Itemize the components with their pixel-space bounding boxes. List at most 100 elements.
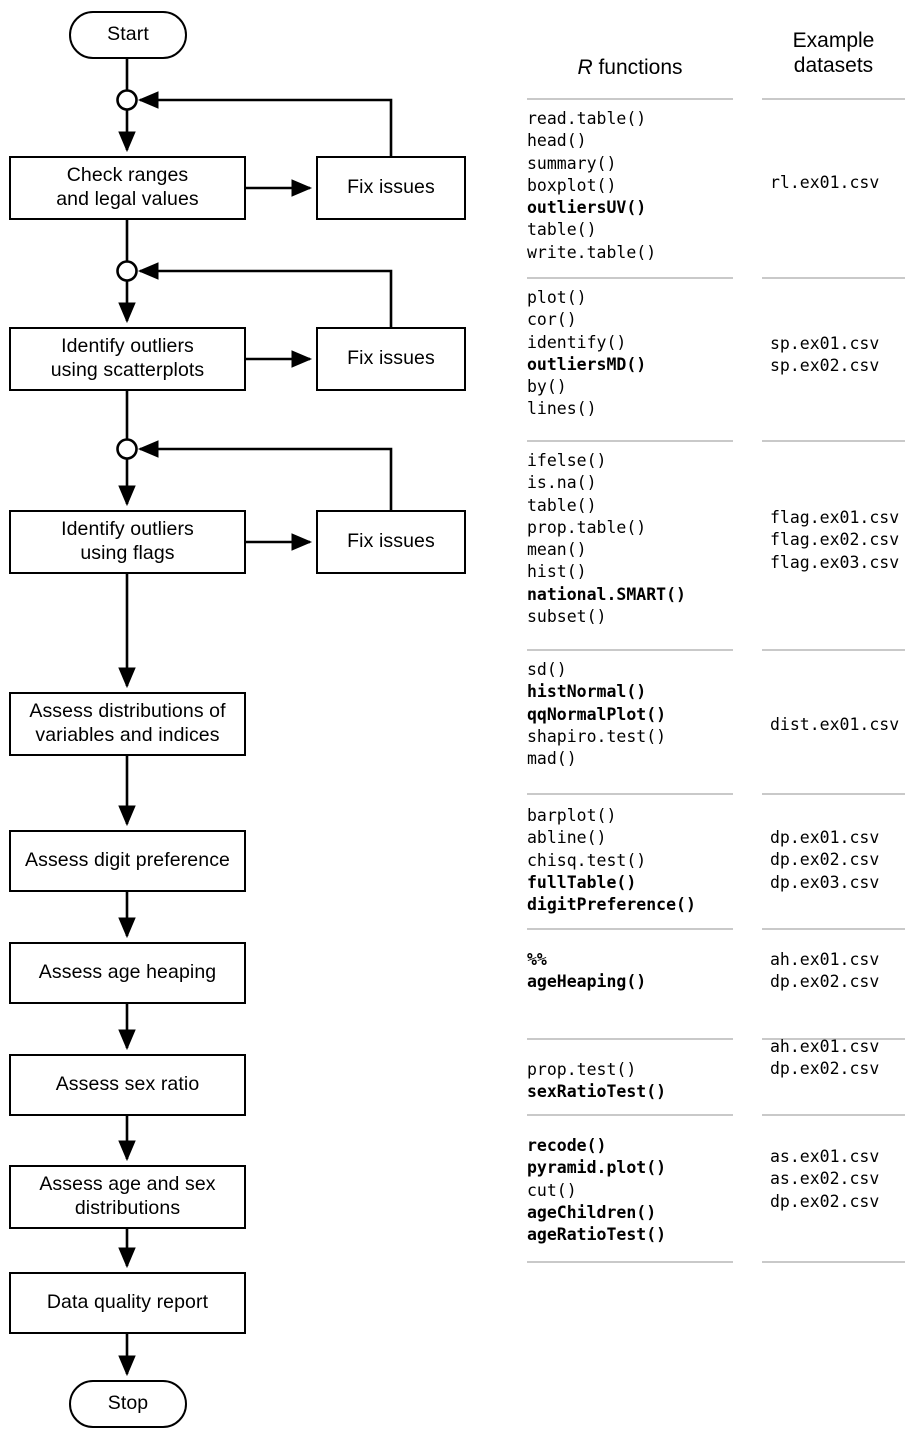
- reference-table: R functions Example datasets read.table(…: [500, 0, 918, 1435]
- flowchart-connectors: [116, 59, 393, 1377]
- dataset-name: flag.ex01.csv: [770, 508, 900, 527]
- table-rule-right: [762, 928, 905, 930]
- table-rule-right: [762, 649, 905, 651]
- dataset-name: dp.ex02.csv: [770, 1059, 880, 1079]
- function-name: outliersMD(): [527, 354, 647, 374]
- table-rule-left: [527, 440, 733, 442]
- function-name: ageChildren(): [527, 1202, 657, 1222]
- junction-circle-1: [116, 89, 138, 111]
- function-name: boxplot(): [527, 175, 617, 195]
- function-name: %%: [527, 950, 547, 969]
- function-name: sexRatioTest(): [527, 1082, 667, 1102]
- flow-node-label: Fix issues: [347, 347, 435, 370]
- function-name: national.SMART(): [527, 584, 686, 604]
- function-name: by(): [527, 377, 567, 397]
- table-rule-right: [762, 277, 905, 279]
- function-name: cor(): [527, 310, 577, 330]
- function-name: outliersUV(): [527, 198, 647, 218]
- flow-node-label: Stop: [107, 1392, 149, 1415]
- junction-circle-2: [116, 260, 138, 282]
- function-name: ifelse(): [527, 451, 607, 470]
- function-name: prop.test(): [527, 1060, 637, 1079]
- flow-node-sexratio: Assess sex ratio: [9, 1054, 246, 1116]
- table-rule-left: [527, 98, 733, 100]
- flow-node-start: Start: [69, 11, 187, 59]
- function-name: mad(): [527, 749, 577, 769]
- functions-cell: plot()cor()identify()outliersMD()by()lin…: [527, 287, 646, 421]
- dataset-name: sp.ex01.csv: [770, 334, 880, 353]
- table-rule-right: [762, 1261, 905, 1263]
- table-rule-left: [527, 1038, 733, 1040]
- dataset-name: dp.ex02.csv: [770, 850, 880, 870]
- table-rule-left: [527, 1114, 733, 1116]
- function-name: recode(): [527, 1136, 607, 1155]
- functions-cell: prop.test() sexRatioTest(): [527, 1059, 666, 1104]
- table-rule-right: [762, 1114, 905, 1116]
- dataset-name: dp.ex03.csv: [770, 872, 880, 892]
- flowchart-junctions: [116, 89, 138, 460]
- column-header-datasets-line2: datasets: [793, 54, 874, 78]
- flow-node-fix3: Fix issues: [316, 510, 466, 574]
- flow-node-stop: Stop: [69, 1380, 187, 1428]
- function-name: qqNormalPlot(): [527, 704, 667, 724]
- dataset-name: flag.ex02.csv: [770, 530, 900, 550]
- function-name: mean(): [527, 540, 587, 560]
- table-rule-left: [527, 793, 733, 795]
- column-header-datasets-line1: Example: [792, 29, 875, 52]
- function-name: identify(): [527, 332, 627, 352]
- flow-node-digit: Assess digit preference: [9, 830, 246, 892]
- dataset-name: ah.ex01.csv: [770, 1037, 880, 1056]
- dataset-name: as.ex01.csv: [770, 1147, 880, 1166]
- flow-node-label: Start: [107, 23, 149, 46]
- flow-node-label: Data quality report: [46, 1291, 209, 1314]
- table-rule-left: [527, 277, 733, 279]
- junction-circle-3: [116, 438, 138, 460]
- function-name: is.na(): [527, 473, 597, 493]
- function-name: head(): [527, 131, 587, 151]
- function-name: abline(): [527, 828, 607, 848]
- dataset-name: dp.ex01.csv: [770, 828, 880, 847]
- function-name: write.table(): [527, 242, 657, 262]
- function-name: ageHeaping(): [527, 972, 647, 992]
- dataset-name: dp.ex02.csv: [770, 1191, 880, 1211]
- flow-node-fix1: Fix issues: [316, 156, 466, 220]
- flow-node-report: Data quality report: [9, 1272, 246, 1334]
- table-rule-left: [527, 649, 733, 651]
- function-name: sd(): [527, 660, 567, 679]
- functions-cell: ifelse()is.na()table()prop.table()mean()…: [527, 450, 686, 628]
- column-header-functions: R functions: [527, 55, 733, 80]
- column-header-functions-italic: R: [577, 56, 593, 79]
- column-header-functions-rest: functions: [592, 56, 683, 79]
- datasets-cell: sp.ex01.csv sp.ex02.csv: [770, 333, 879, 378]
- flow-node-ageheap: Assess age heaping: [9, 942, 246, 1004]
- function-name: table(): [527, 495, 597, 515]
- table-rule-left: [527, 928, 733, 930]
- function-name: hist(): [527, 562, 587, 582]
- flow-node-label: Fix issues: [347, 530, 435, 553]
- table-rule-right: [762, 98, 905, 100]
- function-name: barplot(): [527, 806, 617, 825]
- function-name: subset(): [527, 607, 607, 627]
- dataset-name: rl.ex01.csv: [770, 173, 880, 192]
- functions-cell: recode()pyramid.plot()cut()ageChildren()…: [527, 1135, 666, 1246]
- datasets-cell: dist.ex01.csv: [770, 714, 899, 736]
- dataset-name: sp.ex02.csv: [770, 356, 880, 376]
- function-name: histNormal(): [527, 682, 647, 702]
- functions-cell: %% ageHeaping(): [527, 949, 646, 994]
- table-rule-right: [762, 793, 905, 795]
- edge-fix3-to-junction3: [137, 440, 393, 510]
- function-name: summary(): [527, 153, 617, 173]
- table-rule-right: [762, 440, 905, 442]
- functions-cell: barplot()abline()chisq.test()fullTable()…: [527, 805, 696, 916]
